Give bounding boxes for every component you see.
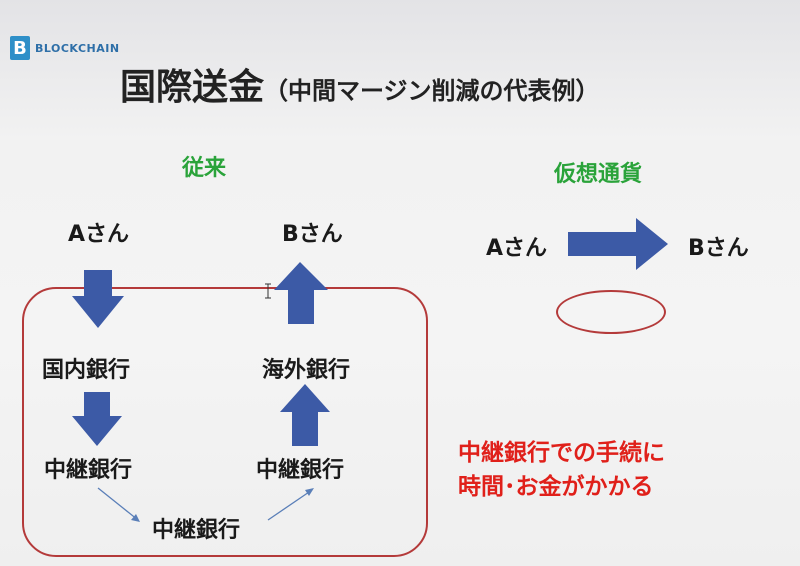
overseas-bank-label: 海外銀行 — [262, 358, 351, 383]
relay-bank-right-label: 中継銀行 — [256, 458, 345, 483]
crypto-sender-a-label: Aさん — [486, 236, 548, 261]
cost-note-line2: 時間･お金がかかる — [458, 474, 654, 500]
empty-intermediary-ellipse — [556, 290, 666, 334]
cost-note: 中継銀行での手続に 時間･お金がかかる — [458, 436, 665, 504]
cost-note-line1: 中継銀行での手続に — [458, 440, 665, 466]
text-cursor-icon — [265, 283, 271, 299]
relay-bank-left-label: 中継銀行 — [44, 458, 133, 483]
banking-route-frame — [22, 287, 428, 557]
arrow-down-sender-icon — [72, 270, 124, 328]
arrow-right-crypto-icon — [568, 218, 668, 270]
arrow-up-overseas-icon — [280, 384, 330, 446]
crypto-receiver-b-label: Bさん — [688, 236, 749, 261]
blockchain-logo: B BLOCKCHAIN — [10, 36, 120, 60]
sender-a-label: Aさん — [68, 222, 130, 247]
title-main: 国際送金 — [120, 67, 265, 108]
arrow-down-domestic-icon — [72, 392, 122, 446]
slide-title: 国際送金（中間マージン削減の代表例） — [120, 58, 600, 110]
relay-arrow-left-icon — [97, 487, 139, 521]
conventional-heading: 従来 — [182, 156, 227, 181]
arrow-up-receiver-icon — [274, 262, 328, 324]
logo-text: BLOCKCHAIN — [35, 41, 120, 55]
crypto-heading: 仮想通貨 — [554, 162, 643, 187]
domestic-bank-label: 国内銀行 — [42, 358, 131, 383]
title-sub: （中間マージン削減の代表例） — [264, 77, 600, 105]
receiver-b-label: Bさん — [282, 222, 343, 247]
relay-bank-bottom-label: 中継銀行 — [152, 518, 241, 543]
relay-arrow-right-icon — [267, 489, 313, 521]
blockchain-logo-icon: B — [10, 36, 30, 60]
